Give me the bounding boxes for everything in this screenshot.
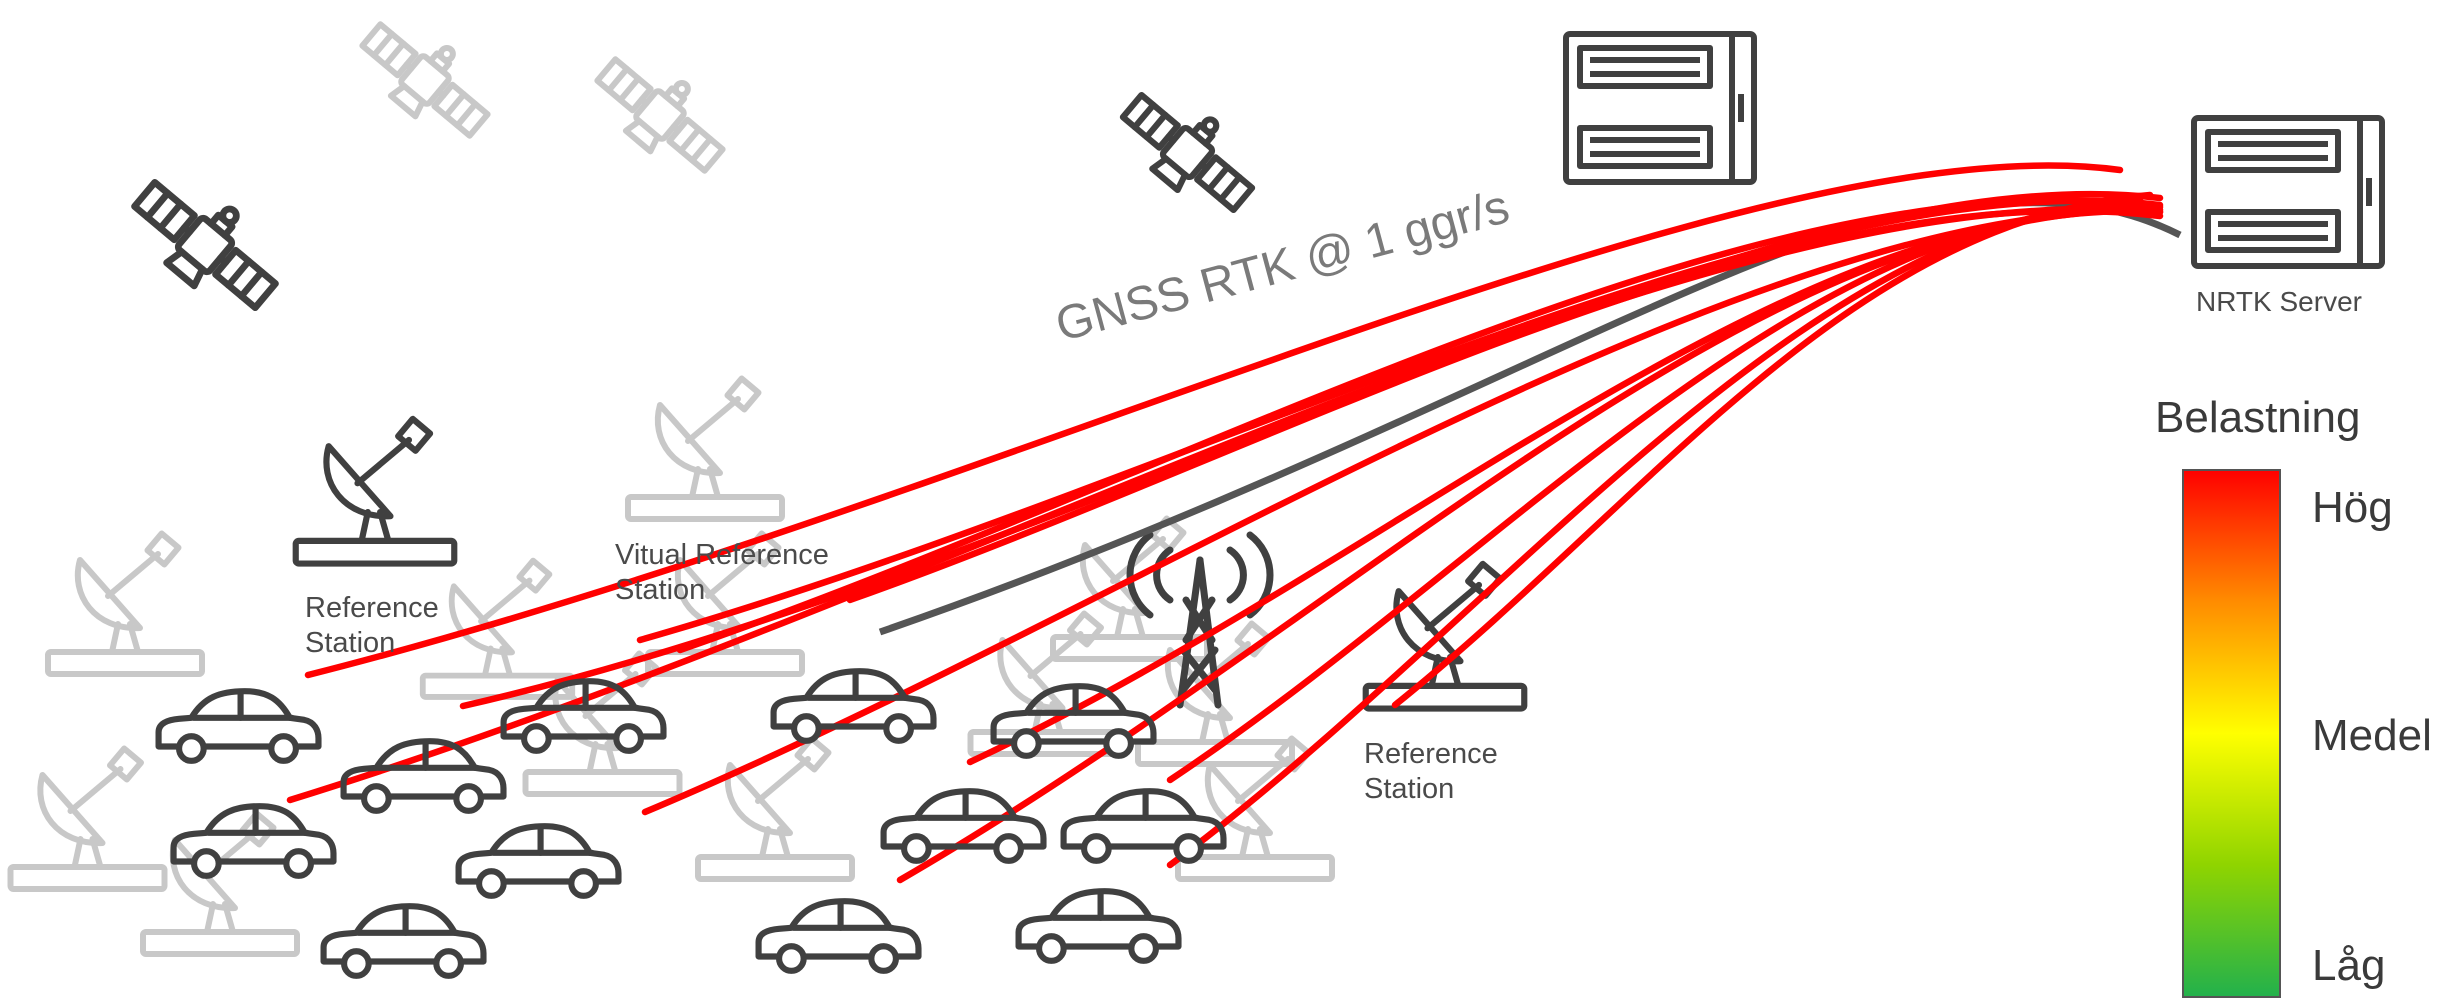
- legend-low-label: Låg: [2312, 941, 2386, 990]
- satellite-dish-icon: [48, 534, 202, 674]
- server-icon: [1566, 34, 1754, 182]
- load-link: [641, 206, 2164, 816]
- car-icon: [159, 691, 319, 761]
- satellite-icon: [1110, 74, 1270, 225]
- load-link: [676, 197, 2164, 654]
- car-icon: [884, 791, 1044, 861]
- legend-medium-label: Medel: [2312, 711, 2432, 760]
- satellite-icon: [120, 160, 294, 325]
- satellite-icon: [585, 39, 740, 186]
- car-icon: [324, 906, 484, 976]
- legend-high-label: Hög: [2312, 483, 2393, 532]
- legend-title: Belastning: [2155, 393, 2361, 442]
- satellite-dish-icon: [296, 419, 455, 564]
- car-icon: [774, 671, 934, 741]
- satellite-dish-icon: [698, 739, 852, 879]
- satellite-dish-icon: [11, 749, 165, 889]
- satellite-dish-icon: [423, 561, 572, 697]
- load-scale-bar: [2182, 469, 2281, 998]
- load-links: [286, 162, 2164, 884]
- load-link: [1391, 191, 2154, 709]
- car-icon: [1064, 791, 1224, 861]
- reference-station-label: Reference Station: [305, 592, 439, 659]
- load-link: [304, 162, 2124, 679]
- satellite-dish-icon: [1366, 564, 1525, 709]
- satellite-dish-icon: [628, 379, 782, 519]
- car-icon: [759, 901, 919, 971]
- load-link: [846, 207, 2164, 604]
- gnss-link-line: [878, 199, 2182, 636]
- car-icon: [459, 826, 619, 896]
- car-icon: [1019, 891, 1179, 961]
- server-label: NRTK Server: [2196, 286, 2362, 317]
- satellite-icon: [350, 4, 505, 151]
- reference-station-label: Reference Station: [1364, 738, 1498, 805]
- server-icon: [2194, 118, 2382, 266]
- load-link: [1166, 196, 2144, 869]
- vrs-label: Vitual Reference Station: [615, 539, 829, 606]
